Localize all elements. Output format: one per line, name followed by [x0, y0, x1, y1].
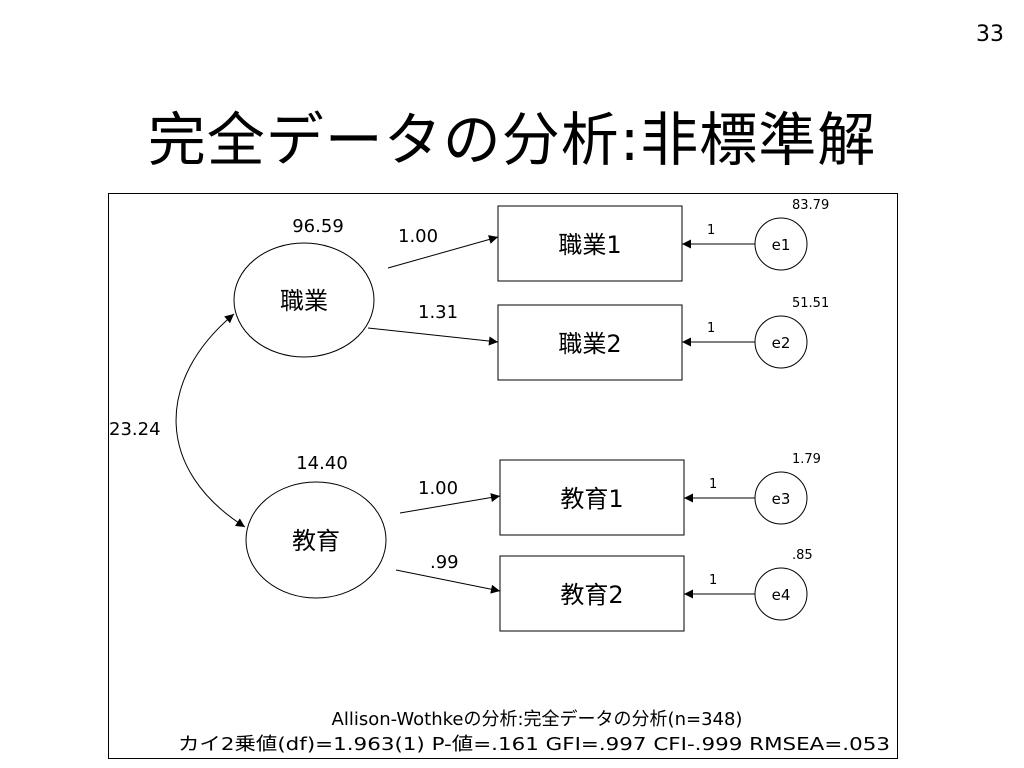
covariance-arrow — [175, 313, 246, 528]
loading-arrow-shokugyo1 — [387, 235, 499, 269]
observed-shokugyo2 — [497, 304, 683, 381]
observed-kyoiku1 — [499, 459, 685, 536]
loading-shokugyo2: 1.31 — [418, 302, 458, 323]
loading-arrow-kyoiku2 — [395, 569, 501, 594]
error-path-e2: 1 — [707, 321, 715, 336]
observed-kyoiku1-label: 教育1 — [560, 485, 623, 513]
latent-kyoiku — [245, 481, 387, 599]
error-path-e1: 1 — [707, 223, 715, 238]
error-e1-label: e1 — [772, 236, 791, 254]
covariance-label: 23.24 — [109, 419, 161, 440]
latent-kyoiku-label: 教育 — [292, 527, 340, 555]
diagram-caption-line2: カイ2乗値(df)=1.963(1) P-値=.161 GFI=.997 CFI… — [178, 734, 890, 755]
loading-kyoiku2: .99 — [430, 552, 459, 573]
error-e4-variance: .85 — [792, 548, 813, 563]
error-e2-variance: 51.51 — [792, 296, 829, 311]
loading-arrow-kyoiku1 — [399, 493, 501, 514]
path-diagram-frame — [108, 193, 898, 759]
observed-kyoiku2-label: 教育2 — [560, 581, 623, 609]
error-e3-label: e3 — [772, 490, 791, 508]
error-e3-variance: 1.79 — [792, 452, 821, 467]
observed-kyoiku2 — [499, 555, 685, 632]
loading-kyoiku1: 1.00 — [418, 478, 458, 499]
loading-shokugyo1: 1.00 — [398, 226, 438, 247]
slide-number: 33 — [976, 22, 1004, 47]
error-e1-variance: 83.79 — [792, 198, 829, 213]
latent-kyoiku-variance: 14.40 — [296, 453, 348, 474]
error-path-e4: 1 — [709, 573, 717, 588]
latent-shokugyo-variance: 96.59 — [292, 216, 344, 237]
observed-shokugyo1-label: 職業1 — [558, 231, 621, 259]
error-path-e3: 1 — [709, 477, 717, 492]
observed-shokugyo1 — [497, 205, 683, 282]
latent-shokugyo-label: 職業 — [280, 287, 328, 315]
diagram-caption-line1: Allison-Wothkeの分析:完全データの分析(n=348) — [332, 709, 743, 730]
error-e2-label: e2 — [772, 334, 791, 352]
loading-arrow-shokugyo2 — [367, 327, 499, 346]
latent-shokugyo — [233, 242, 375, 358]
observed-shokugyo2-label: 職業2 — [558, 330, 621, 358]
error-e4-label: e4 — [772, 586, 791, 604]
slide-title: 完全データの分析:非標準解 — [147, 106, 877, 174]
